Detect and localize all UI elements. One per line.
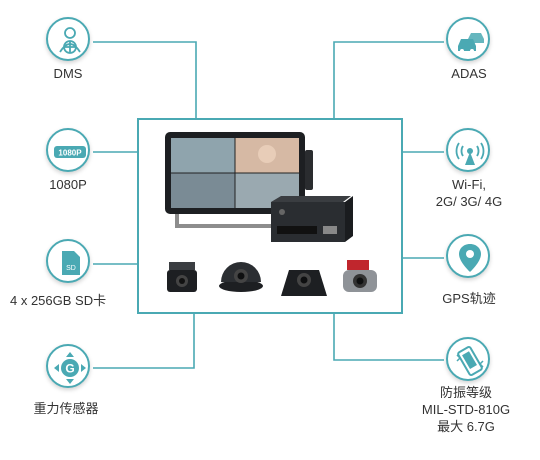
dms-label: DMS [53,66,83,81]
dvr-recorder-image [271,196,353,242]
gps-label: GPS轨迹 [442,291,496,306]
wifi-line: Wi-Fi, [452,177,486,192]
1080p-label: 1080P [49,177,87,192]
dome-camera-image [219,262,263,292]
map-pin-icon [446,234,490,278]
vibration-line-2: MIL-STD-810G [421,402,511,417]
g-sensor-glyph: G [65,362,74,376]
wireless-label: Wi-Fi, 2G/ 3G/ 4G [436,176,502,210]
sd-card-icon: SD [46,239,90,283]
rear-camera-image [167,262,197,292]
g-sensor-icon: G [46,344,90,388]
1080p-badge-icon: 1080P [46,128,90,172]
monitor-image [165,132,313,228]
vibration-line-3: 最大 6.7G [437,419,495,434]
antenna-signal-icon [446,128,490,172]
product-showcase [137,118,403,314]
sd-card-text: SD [66,265,76,272]
vibrating-phone-icon [446,337,490,381]
g-sensor-label: 重力传感器 [33,401,99,416]
vibration-label: 防振等级 MIL-STD-810G 最大 6.7G [422,384,510,435]
dash-camera-image [343,260,377,292]
adas-label: ADAS [451,66,487,81]
1080p-badge-text: 1080P [58,149,82,158]
car-collision-icon [446,17,490,61]
driver-monitoring-icon [46,17,90,61]
vibration-line-1: 防振等级 [439,385,493,400]
side-camera-image [281,270,327,296]
cellular-line: 2G/ 3G/ 4G [435,194,503,209]
sd-storage-label: 4 x 256GB SD卡 [10,293,107,308]
